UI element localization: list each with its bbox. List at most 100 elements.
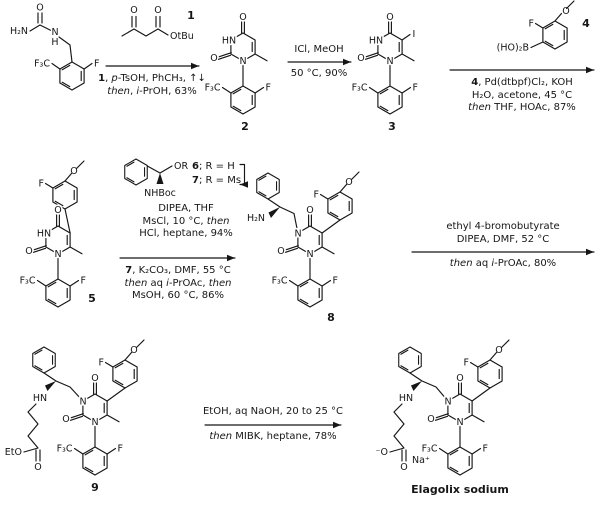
atom-label: F xyxy=(81,276,86,287)
atom-label: F xyxy=(39,179,44,190)
atom-label: O xyxy=(25,246,32,257)
atom-label: O xyxy=(54,205,61,216)
atom-label: (HO)₂B xyxy=(497,43,529,54)
atom-label: N xyxy=(386,56,393,67)
phenyl-ring xyxy=(256,172,280,200)
cf3-benzyl-group xyxy=(440,425,481,475)
atom-label: HN xyxy=(37,229,51,240)
step2-reagents: ICl, MeOH xyxy=(294,44,344,55)
atom-label: F₃C xyxy=(205,83,221,94)
atom-label: N xyxy=(306,249,313,260)
atom-label: O xyxy=(239,12,246,23)
methoxy-fluoro-aryl-ring xyxy=(106,340,145,388)
atom-label: O xyxy=(70,166,77,177)
atom-label: HN xyxy=(369,36,383,47)
cf3-benzyl-group xyxy=(75,425,116,475)
cf3-benzyl-group xyxy=(290,257,331,307)
atom-label: O xyxy=(34,462,41,473)
atom-label: O xyxy=(456,373,463,384)
atom-label: Na⁺ xyxy=(412,455,430,466)
atom-label: O xyxy=(130,5,137,16)
compound-label-3: 3 xyxy=(388,120,396,133)
r-group-bracket xyxy=(239,163,248,188)
atom-label: O xyxy=(36,3,43,14)
atom-label: F xyxy=(118,444,123,455)
atom-label: N xyxy=(444,397,451,408)
atom-label: N xyxy=(294,229,301,240)
structure-compound-4: O F (HO)₂B xyxy=(497,1,574,54)
structure-elagolix-sodium: HN ⁻O O Na⁺ N O O N O F F F₃C xyxy=(376,340,510,475)
bonds xyxy=(389,372,491,462)
atom-label: NHBoc xyxy=(144,188,176,199)
atom-label: HN xyxy=(399,393,413,404)
atom-label: O xyxy=(130,345,137,356)
structure-compound-8: H₂N N O O N O F F F₃C xyxy=(247,172,359,307)
structure-compound-5: O F O HN O N F F₃C xyxy=(20,161,86,307)
structure-start-urea: H₂N O N H F F₃C xyxy=(10,3,99,91)
atom-label: O xyxy=(400,462,407,473)
step6-reagents: EtOH, aq NaOH, 20 to 25 °C xyxy=(202,406,344,417)
bonds xyxy=(29,12,93,70)
atom-label: F xyxy=(314,190,319,201)
cf3-benzyl-group xyxy=(38,257,79,307)
cf3-benzyl-group xyxy=(370,64,411,114)
stereo-wedge xyxy=(411,381,422,391)
stereo-wedge xyxy=(156,173,164,184)
compound-label-elagolix-sodium: Elagolix sodium xyxy=(411,483,509,496)
atom-label: OR xyxy=(174,161,188,172)
bonds xyxy=(64,208,71,234)
atom-label: O xyxy=(386,12,393,23)
atom-label: O xyxy=(91,373,98,384)
step6-conditions: then MIBK, heptane, 78% xyxy=(209,431,337,442)
benzene-ring xyxy=(59,61,85,91)
atom-label: F xyxy=(529,19,534,30)
compound-label-2: 2 xyxy=(241,120,249,133)
atom-label: O xyxy=(495,345,502,356)
stereo-wedge xyxy=(268,207,280,218)
atom-label: H₂N xyxy=(247,213,265,224)
atom-label: N xyxy=(91,417,98,428)
atom-label: N xyxy=(54,249,61,260)
atom-label: F xyxy=(94,59,99,70)
atom-label: O xyxy=(277,246,284,257)
phenyl-ring xyxy=(398,346,422,374)
atom-label: H₂N xyxy=(10,26,28,37)
step2-conditions: 50 °C, 90% xyxy=(290,68,348,79)
methoxy-fluoro-aryl-ring xyxy=(46,161,85,209)
phenyl-ring xyxy=(32,346,56,374)
atom-label: O xyxy=(62,414,69,425)
bonds xyxy=(146,165,173,174)
structure-compound-1: O O OtBu xyxy=(121,5,194,42)
atom-label: F xyxy=(333,276,338,287)
atom-label: O xyxy=(306,205,313,216)
atom-label: F₃C xyxy=(272,276,288,287)
atom-label: HN xyxy=(33,393,47,404)
step5-conditions: then aq i-PrOAc, 80% xyxy=(449,258,557,269)
atom-label: N xyxy=(51,27,58,38)
structure-compound-3: O HN O N I F F₃C xyxy=(352,12,418,114)
atom-label: O xyxy=(427,414,434,425)
atom-label: F₃C xyxy=(20,276,36,287)
atom-label: O xyxy=(210,53,217,64)
bonds xyxy=(401,33,411,41)
atom-label: F xyxy=(464,358,469,369)
atom-label: F₃C xyxy=(422,444,438,455)
atom-label: I xyxy=(413,29,416,40)
atom-label: N xyxy=(79,397,86,408)
compound-label-1: 1 xyxy=(187,9,195,22)
atom-label: F xyxy=(99,358,104,369)
atom-label: OtBu xyxy=(170,31,194,42)
atom-label: H xyxy=(51,37,58,48)
structure-compound-2: O HN O N F F₃C xyxy=(205,12,271,114)
stereo-wedge xyxy=(45,381,56,391)
atom-label: ⁻O xyxy=(376,447,389,458)
atom-label: F xyxy=(483,444,488,455)
atom-label: O xyxy=(345,177,352,188)
bonds xyxy=(530,41,544,49)
atom-label: F xyxy=(413,83,418,94)
atom-label: F₃C xyxy=(352,83,368,94)
compound-label-5: 5 xyxy=(88,292,96,305)
atom-label: F₃C xyxy=(34,59,50,70)
